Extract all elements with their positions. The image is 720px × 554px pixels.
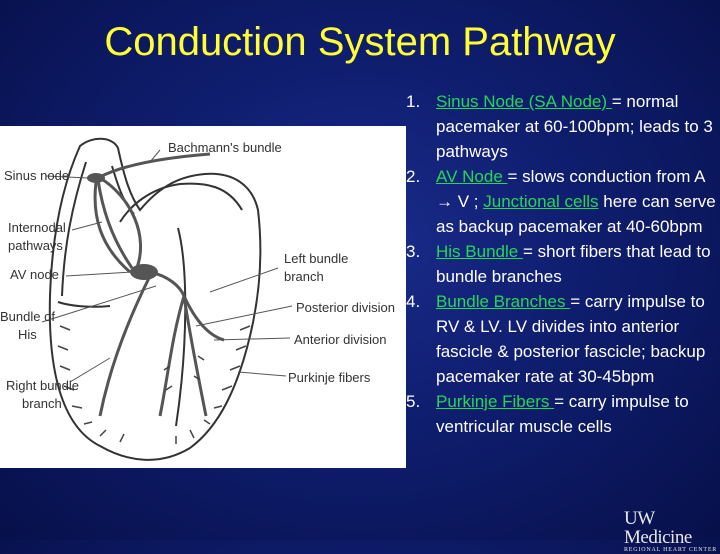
item-text: = slows conduction from A → V ; — [436, 167, 705, 211]
label-posterior-division: Posterior division — [296, 300, 395, 315]
label-right-bundle-branch-1: Right bundle — [6, 378, 79, 393]
label-left-bundle-branch-2: branch — [284, 269, 324, 284]
item-term: His Bundle — [436, 242, 523, 261]
logo-main-text: UW Medicine — [624, 508, 692, 548]
uw-medicine-logo: UW Medicine REGIONAL HEART CENTER — [624, 509, 720, 554]
label-bachmanns-bundle: Bachmann's bundle — [168, 140, 282, 155]
leader-lines — [41, 149, 293, 383]
label-av-node: AV node — [10, 267, 59, 282]
item-text: = carry impulse to ventricular muscle ce… — [436, 392, 689, 436]
item-text: = short fibers that lead to bundle branc… — [436, 242, 711, 286]
item-term: Purkinje Fibers — [436, 392, 555, 411]
item-text-secondary: here can serve as backup pacemaker at 40… — [436, 192, 716, 236]
item-number: 3. — [406, 242, 421, 261]
item-term: AV Node — [436, 167, 508, 186]
purkinje-fiber-ticks — [57, 325, 251, 444]
item-text: = carry impulse to RV & LV. LV divides i… — [436, 292, 706, 386]
list-item: 2. AV Node = slows conduction from A → V … — [404, 164, 718, 239]
logo-sub-text: REGIONAL HEART CENTER — [624, 547, 718, 553]
conduction-system-diagram: Sinus node Bachmann's bundle Internodal … — [0, 126, 406, 468]
item-text: = normal pacemaker at 60-100bpm; leads t… — [436, 92, 713, 161]
conduction-pathways — [93, 152, 225, 417]
label-internodal-pathways-2: pathways — [8, 238, 63, 253]
list-item: 1. Sinus Node (SA Node) = normal pacemake… — [404, 89, 718, 164]
slide-title: Conduction System Pathway — [104, 20, 616, 64]
label-right-bundle-branch-2: branch — [22, 396, 62, 411]
conduction-steps-list: 1. Sinus Node (SA Node) = normal pacemake… — [404, 89, 718, 439]
item-term: Bundle Branches — [436, 292, 571, 311]
label-bundle-of-his-2: His — [18, 327, 37, 342]
label-bundle-of-his-1: Bundle of — [0, 309, 55, 324]
label-anterior-division: Anterior division — [294, 332, 387, 347]
item-number: 4. — [406, 292, 421, 311]
item-term-secondary: Junctional cells — [483, 192, 599, 211]
list-item: 4. Bundle Branches = carry impulse to RV … — [404, 289, 718, 389]
av-node-shape — [130, 264, 158, 280]
label-sinus-node: Sinus node — [4, 168, 69, 183]
sinus-node-shape — [87, 173, 105, 183]
label-internodal-pathways-1: Internodal — [8, 220, 66, 235]
item-term: Sinus Node (SA Node) — [436, 92, 612, 111]
heart-outline — [48, 137, 262, 461]
item-number: 1. — [406, 92, 421, 111]
label-left-bundle-branch-1: Left bundle — [284, 251, 348, 266]
list-item: 5. Purkinje Fibers = carry impulse to ven… — [404, 389, 718, 439]
item-number: 2. — [406, 167, 421, 186]
item-number: 5. — [406, 392, 421, 411]
list-item: 3. His Bundle = short fibers that lead to… — [404, 239, 718, 289]
label-purkinje-fibers: Purkinje fibers — [288, 370, 371, 385]
